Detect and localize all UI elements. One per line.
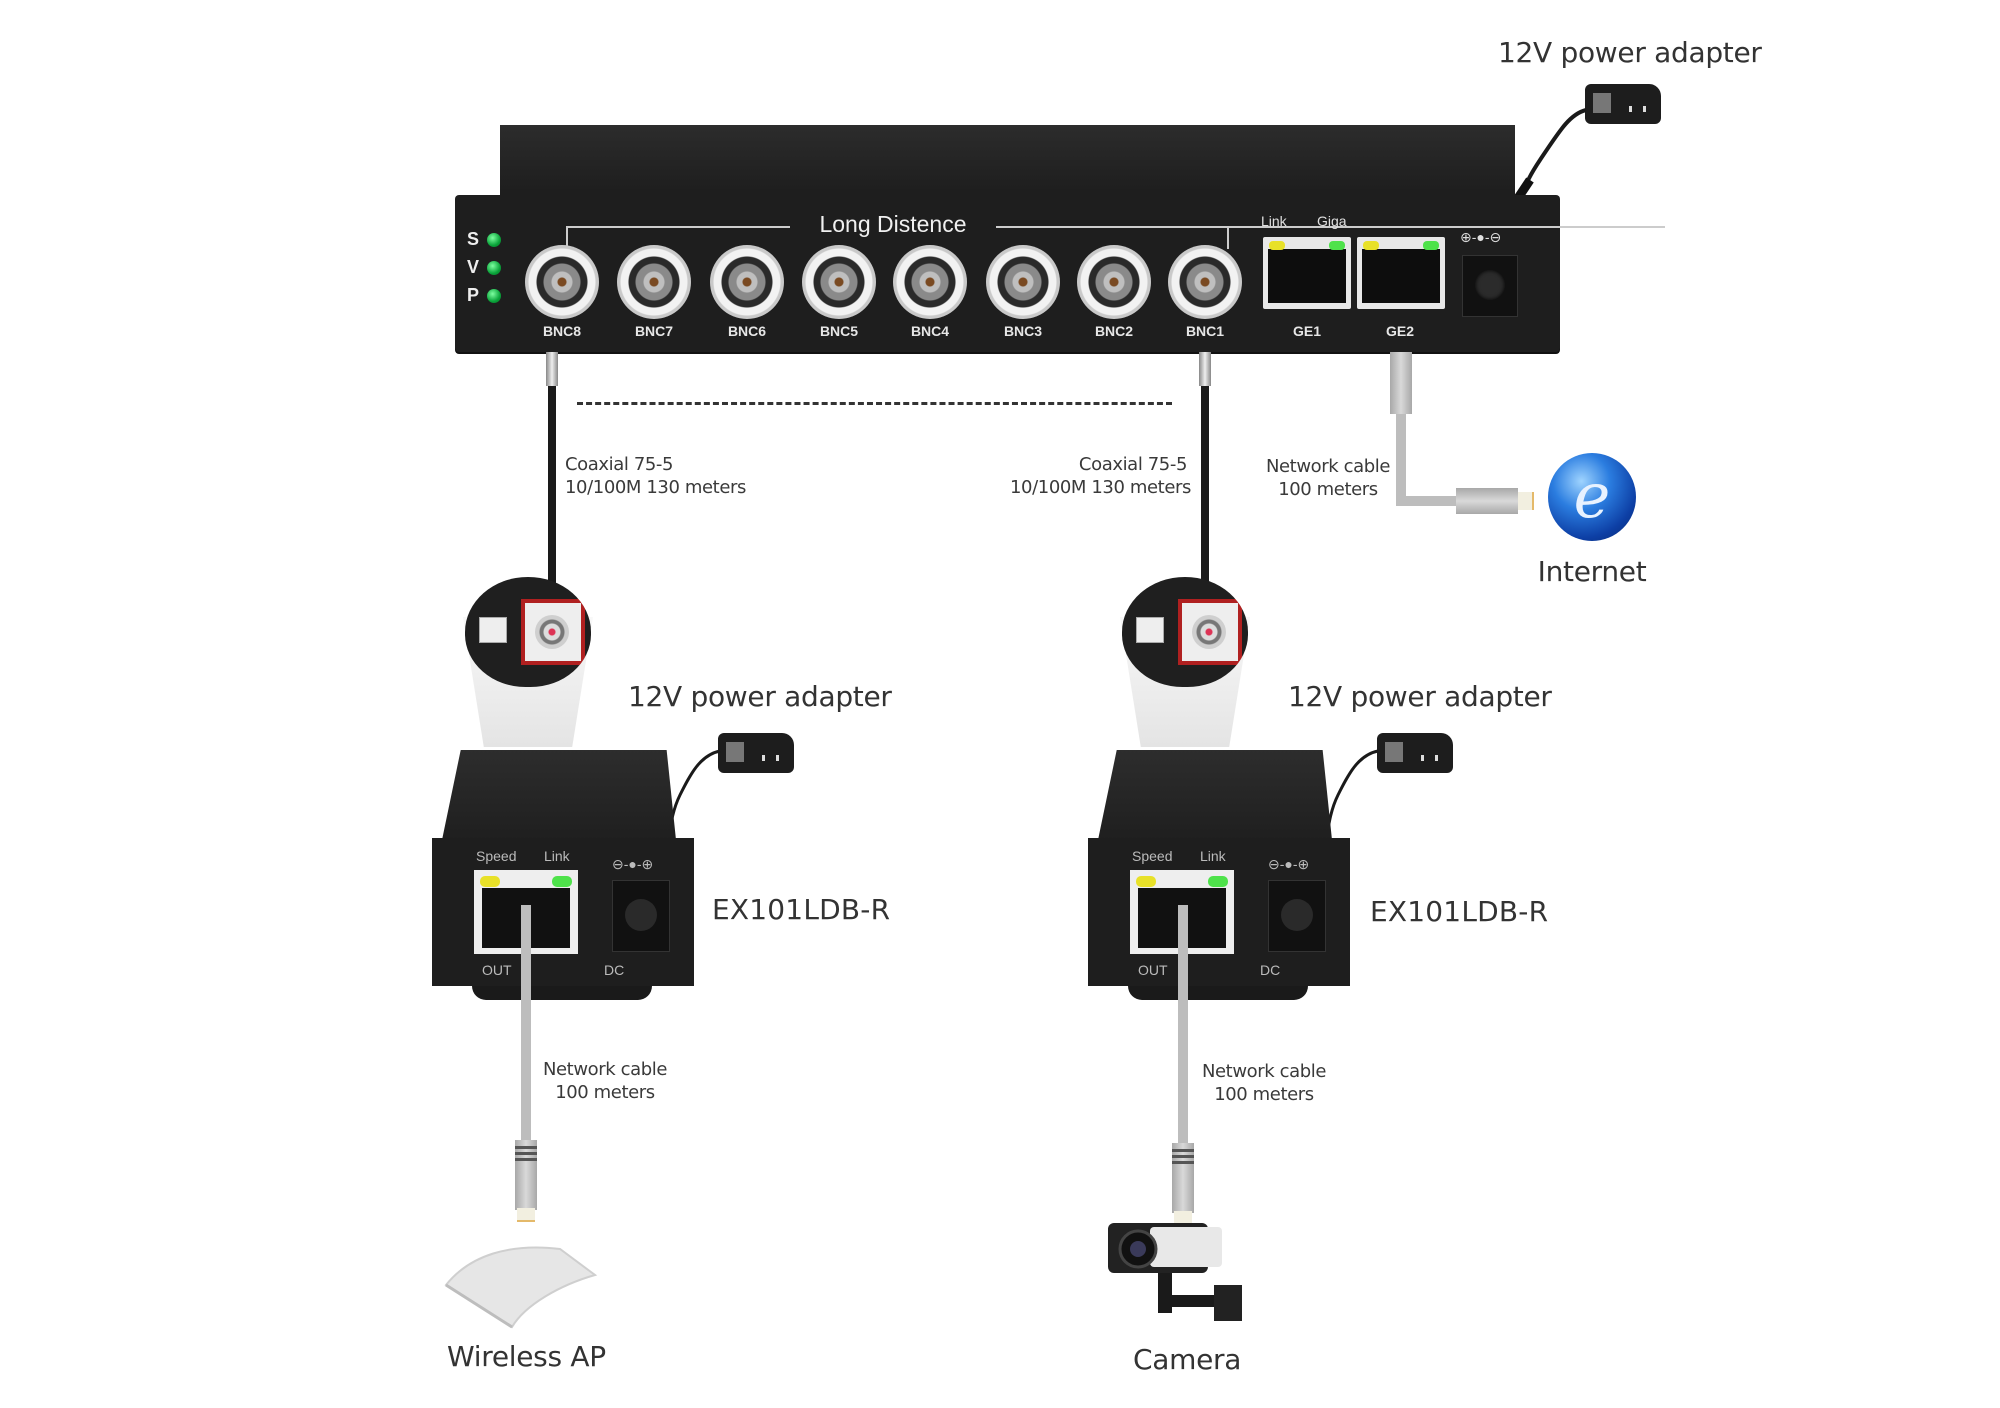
- left-power-adapter-label: 12V power adapter: [628, 680, 892, 713]
- power-polarity-symbol: ⊖-●-⊕: [1268, 856, 1310, 872]
- link-led-icon: [1269, 241, 1285, 250]
- bnc-label: BNC2: [1094, 323, 1134, 339]
- out-port-label: OUT: [1138, 962, 1168, 978]
- power-adapter-icon: [1377, 733, 1453, 773]
- security-camera-icon: [1108, 1223, 1242, 1321]
- bnc-input-magnifier-right: [1120, 577, 1250, 747]
- link-led-icon: [1363, 241, 1379, 250]
- giga-led-icon: [1329, 241, 1345, 250]
- bnc3-port[interactable]: [986, 245, 1060, 319]
- dc-power-jack[interactable]: [612, 880, 670, 952]
- coax-connector-left: [546, 352, 558, 386]
- network-cable-right: [1178, 905, 1188, 1143]
- giga-led-label: Giga: [1317, 213, 1347, 229]
- speed-led-icon: [480, 876, 500, 887]
- coax-cable-left: [548, 386, 556, 596]
- power-adapter-icon: [1585, 84, 1661, 124]
- power-polarity-symbol: ⊕-●-⊖: [1460, 229, 1502, 245]
- giga-led-icon: [1423, 241, 1439, 250]
- bnc-input-magnifier-left: [463, 577, 593, 747]
- speed-led-icon: [1136, 876, 1156, 887]
- dc-power-jack[interactable]: [1462, 255, 1518, 317]
- bnc7-port[interactable]: [617, 245, 691, 319]
- top-power-adapter-label: 12V power adapter: [1498, 36, 1762, 69]
- internet-label: Internet: [1537, 555, 1647, 588]
- bnc-label: BNC4: [910, 323, 950, 339]
- coax-connector-right: [1199, 352, 1211, 386]
- bnc-label: BNC7: [634, 323, 674, 339]
- long-distance-title: Long Distence: [790, 211, 996, 238]
- link-led-label: Link: [1261, 213, 1287, 229]
- right-power-adapter-label: 12V power adapter: [1288, 680, 1552, 713]
- network-cable-left: [521, 905, 531, 1140]
- link-led-icon: [1208, 876, 1228, 887]
- dc-port-label: DC: [604, 962, 625, 978]
- receiver-left-model: EX101LDB-R: [712, 893, 891, 926]
- rj45-plug-left: [515, 1140, 537, 1222]
- dc-power-jack[interactable]: [1268, 880, 1326, 952]
- ge2-label: GE2: [1385, 323, 1414, 339]
- bnc4-port[interactable]: [893, 245, 967, 319]
- bnc-label: BNC1: [1185, 323, 1225, 339]
- rj45-plug-right: [1172, 1143, 1194, 1225]
- main-device-front-panel: S V P Long Distence BNC8 BNC7 BNC6 BNC5 …: [455, 195, 1665, 352]
- long-distance-bracket: [566, 226, 1665, 249]
- coax-left-label: Coaxial 75-5 10/100M 130 meters: [565, 454, 746, 498]
- status-led-icon: [487, 260, 501, 275]
- led-s: S: [467, 229, 501, 250]
- ge1-label: GE1: [1292, 323, 1321, 339]
- out-port-label: OUT: [482, 962, 512, 978]
- bnc-label: BNC6: [727, 323, 767, 339]
- link-led-icon: [552, 876, 572, 887]
- wireless-ap-label: Wireless AP: [447, 1340, 606, 1373]
- rj45-plug-internet: [1456, 488, 1518, 514]
- network-cable-top-label: Network cable 100 meters: [1265, 456, 1391, 500]
- bnc6-port[interactable]: [710, 245, 784, 319]
- bnc-label: BNC5: [819, 323, 859, 339]
- ge1-port[interactable]: [1263, 237, 1351, 309]
- network-cable-left-label: Network cable 100 meters: [542, 1059, 668, 1103]
- receiver-left-ex101ldb-r: Speed Link ⊖-●-⊕ OUT DC: [432, 750, 694, 1002]
- internet-globe-icon: e: [1548, 453, 1636, 541]
- led-v: V: [467, 257, 501, 278]
- power-adapter-icon: [718, 733, 794, 773]
- speed-led-label: Speed: [476, 848, 517, 864]
- dashed-separator: [577, 402, 1172, 405]
- receiver-right-model: EX101LDB-R: [1370, 895, 1549, 928]
- rj45-plug-ge2: [1390, 352, 1412, 414]
- bnc8-port[interactable]: [525, 245, 599, 319]
- ge2-port[interactable]: [1357, 237, 1445, 309]
- dc-port-label: DC: [1260, 962, 1281, 978]
- receiver-right-ex101ldb-r: Speed Link ⊖-●-⊕ OUT DC: [1088, 750, 1350, 1002]
- network-cable-right-label: Network cable 100 meters: [1201, 1061, 1327, 1105]
- coax-cable-right: [1201, 386, 1209, 596]
- status-led-icon: [487, 232, 501, 247]
- rj45-plug-tip: [1518, 492, 1534, 510]
- network-cable-internet: [1396, 414, 1406, 500]
- coax-right-label: Coaxial 75-5 10/100M 130 meters: [1010, 454, 1191, 498]
- wireless-ap-icon: [444, 1246, 598, 1329]
- led-p: P: [467, 285, 501, 306]
- link-led-label: Link: [544, 848, 570, 864]
- speed-led-label: Speed: [1132, 848, 1173, 864]
- bnc2-port[interactable]: [1077, 245, 1151, 319]
- bnc-label: BNC8: [542, 323, 582, 339]
- camera-label: Camera: [1133, 1343, 1242, 1376]
- status-led-icon: [487, 288, 501, 303]
- bnc1-port[interactable]: [1168, 245, 1242, 319]
- bnc-label: BNC3: [1003, 323, 1043, 339]
- main-device-top: [500, 125, 1515, 197]
- bnc5-port[interactable]: [802, 245, 876, 319]
- network-cable-internet-horizontal: [1396, 496, 1456, 506]
- power-polarity-symbol: ⊖-●-⊕: [612, 856, 654, 872]
- link-led-label: Link: [1200, 848, 1226, 864]
